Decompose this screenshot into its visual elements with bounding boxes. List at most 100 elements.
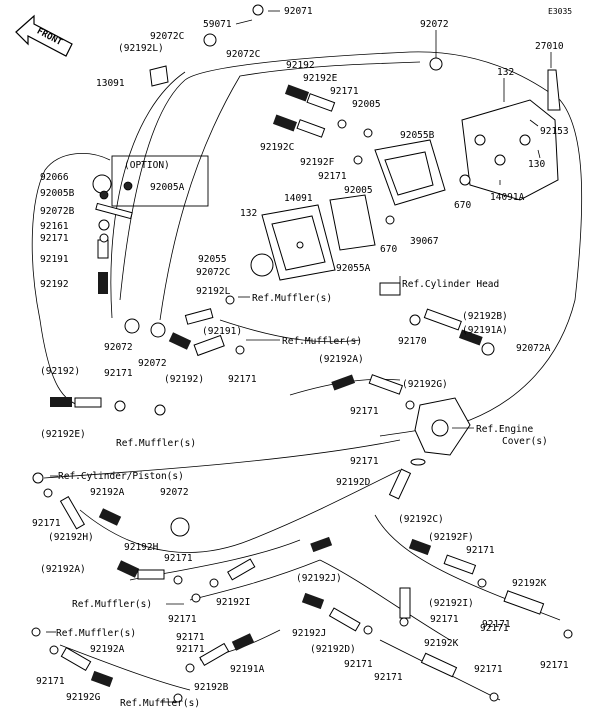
callout-92191: 92191 — [40, 254, 69, 265]
clips-and-fittings — [31, 4, 573, 703]
callout-92192d: 92192D — [336, 477, 371, 488]
callout-92072a: 92072A — [516, 343, 551, 354]
callout-92171: 92171 — [350, 406, 379, 417]
callout-92192g: (92192G) — [402, 379, 448, 390]
callout-13091: 13091 — [96, 78, 125, 89]
callout-92192: (92192) — [164, 374, 204, 385]
callout-92066: 92066 — [40, 172, 69, 183]
callout-92072: 92072 — [138, 358, 167, 369]
callout-92192j: 92192J — [292, 628, 326, 639]
callout-92171: 92171 — [40, 233, 69, 244]
callout-92192: 92192 — [40, 279, 69, 290]
callout-92192h: 92192H — [124, 542, 159, 553]
callout-92171-mid-right: 92171 — [482, 619, 511, 630]
ref-muffler: Ref.Muffler(s) — [120, 698, 200, 709]
callout-92171: 92171 — [228, 374, 257, 385]
callout-92072: 92072 — [420, 19, 449, 30]
ref-cylinder-head: Ref.Cylinder Head — [402, 279, 499, 290]
callout-92192b: 92192B — [194, 682, 229, 693]
callout-92192: (92192) — [40, 366, 80, 377]
callout-92171: 92171 — [168, 614, 197, 625]
callout-27010: 27010 — [535, 41, 564, 52]
callout-14091a: 14091A — [490, 192, 525, 203]
callout-92171: 92171 — [330, 86, 359, 97]
callout-92005b: 92005B — [40, 188, 75, 199]
callout-92192f: (92192F) — [428, 532, 474, 543]
callout-92005a: 92005A — [150, 182, 185, 193]
callout-92171: 92171 — [374, 672, 403, 683]
callout-39067: 39067 — [410, 236, 439, 247]
ref-engine: Ref.Engine — [476, 424, 533, 435]
callout-92192i: (92192I) — [428, 598, 474, 609]
callout-92192l: 92192L — [196, 286, 231, 297]
callout-92170: 92170 — [398, 336, 427, 347]
diagram-code: E3035 — [548, 7, 572, 16]
callout-92072c: 92072C — [226, 49, 260, 60]
callout-92192i: 92192I — [216, 597, 250, 608]
callout-92192h: (92192H) — [48, 532, 94, 543]
callout-132: 132 — [240, 208, 257, 219]
callout-92171: 92171 — [318, 171, 347, 182]
callout-92005: 92005 — [352, 99, 381, 110]
callout-92171: 92171 — [466, 545, 495, 556]
front-arrow-icon: FRONT — [15, 14, 73, 57]
callout-92171-right: 92171 — [474, 664, 503, 675]
ref-engine-covers: Cover(s) — [502, 436, 548, 447]
callout-92071: 92071 — [284, 6, 313, 17]
callout-670: 670 — [380, 244, 397, 255]
callout-labels: 59071 92071 92072 27010 92072C (92192L) … — [32, 6, 569, 709]
callout-92171: 92171 — [430, 614, 459, 625]
callout-92171: 92171 — [344, 659, 373, 670]
callout-92171: 92171 — [104, 368, 133, 379]
callout-92192k: 92192K — [512, 578, 547, 589]
callout-92171: 92171 — [480, 623, 509, 634]
callout-92192a: (92192A) — [40, 564, 86, 575]
callout-92171: 92171 — [350, 456, 379, 467]
callout-92192b: (92192B) — [462, 311, 508, 322]
callout-132: 132 — [497, 67, 514, 78]
ref-muffler: Ref.Muffler(s) — [252, 293, 332, 304]
callout-92153: 92153 — [540, 126, 569, 137]
callout-92192d: (92192D) — [310, 644, 356, 655]
callout-92171-far-right: 92171 — [540, 660, 569, 671]
callout-92171: 92171 — [32, 518, 61, 529]
callout-92192e: 92192E — [303, 73, 338, 84]
callout-14091: 14091 — [284, 193, 313, 204]
engine-cover-fitting — [414, 397, 471, 456]
ref-muffler: Ref.Muffler(s) — [56, 628, 136, 639]
callout-92192c: (92192C) — [398, 514, 444, 525]
callout-92072c: 92072C — [150, 31, 184, 42]
ref-cylinder-piston: Ref.Cylinder/Piston(s) — [58, 471, 184, 482]
callout-92072: 92072 — [104, 342, 133, 353]
callout-92192l: (92192L) — [118, 43, 164, 54]
option-label: (OPTION) — [124, 160, 170, 171]
callout-130: 130 — [528, 159, 545, 170]
callout-92192j: (92192J) — [296, 573, 342, 584]
callout-92192c: 92192C — [260, 142, 294, 153]
ref-muffler: Ref.Muffler(s) — [116, 438, 196, 449]
callout-92171: 92171 — [36, 676, 65, 687]
routing-hoses — [31, 51, 583, 701]
callout-92192a: (92192A) — [318, 354, 364, 365]
callout-92192g: 92192G — [66, 692, 101, 703]
callout-92055: 92055 — [198, 254, 227, 265]
callout-92055a: 92055A — [336, 263, 371, 274]
callout-92191a: 92191A — [230, 664, 265, 675]
inlet-plate — [250, 204, 336, 281]
callout-92072: 92072 — [160, 487, 189, 498]
callout-92192a: 92192A — [90, 487, 125, 498]
callout-92192a: 92192A — [90, 644, 125, 655]
callout-92192: 92192 — [286, 60, 315, 71]
option-box — [111, 155, 209, 207]
ref-muffler: Ref.Muffler(s) — [282, 336, 362, 347]
callout-92055b: 92055B — [400, 130, 435, 141]
callout-92192e: (92192E) — [40, 429, 86, 440]
callout-92005: 92005 — [344, 185, 373, 196]
callout-92171: 92171 — [164, 553, 193, 564]
callout-59071: 59071 — [203, 19, 232, 30]
hose-segments — [59, 93, 545, 678]
callout-92191a: (92191A) — [462, 325, 508, 336]
callout-92171: 92171 — [176, 644, 205, 655]
callout-92191: (92191) — [202, 326, 242, 337]
